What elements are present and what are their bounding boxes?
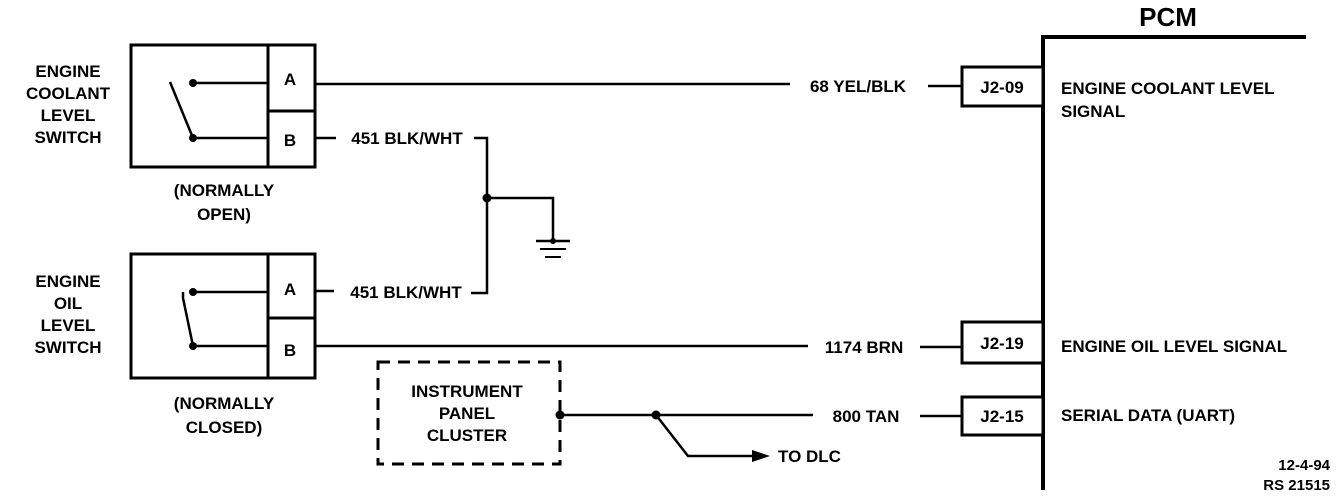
dlc-branch-wire <box>655 414 755 458</box>
oil-switch-state-2: CLOSED) <box>186 418 263 437</box>
oil-switch-arm <box>181 292 195 347</box>
oil-ground-wire-label: 451 BLK/WHT <box>350 283 462 302</box>
oil-pin-a: A <box>284 280 296 299</box>
connector-j2-15 <box>960 395 1045 437</box>
instrument-panel-cluster <box>376 360 562 466</box>
oil-level-switch: ENGINE OIL LEVEL SWITCH A B (NORMALLY CL… <box>34 252 317 437</box>
coolant-ground-wire-label: 451 BLK/WHT <box>351 129 463 148</box>
oil-switch-name-4: SWITCH <box>34 338 101 357</box>
connector-j2-09 <box>960 65 1045 108</box>
diagram-reference: RS 21515 <box>1263 477 1330 494</box>
cluster-serial-splice <box>555 410 565 420</box>
pcm-serial-signal: SERIAL DATA (UART) <box>1061 406 1235 425</box>
cluster-label-1: INSTRUMENT <box>411 382 523 401</box>
coolant-contact-a <box>189 79 197 87</box>
pcm-coolant-signal-2: SIGNAL <box>1061 102 1125 121</box>
coolant-switch-state-1: (NORMALLY <box>174 181 275 200</box>
to-dlc-label: TO DLC <box>778 447 841 466</box>
coolant-switch-body <box>129 43 317 169</box>
coolant-signal-wire-label: 68 YEL/BLK <box>810 77 907 96</box>
dlc-arrow-icon <box>752 450 770 462</box>
cluster-label-3: CLUSTER <box>427 426 507 445</box>
pcm-coolant-signal-1: ENGINE COOLANT LEVEL <box>1061 79 1274 98</box>
coolant-pin-a: A <box>284 70 296 89</box>
ground-wire-to-ground <box>487 196 555 240</box>
coolant-switch-name-1: ENGINE <box>35 62 100 81</box>
diagram-date: 12-4-94 <box>1278 457 1330 474</box>
oil-switch-name-2: OIL <box>54 294 82 313</box>
oil-pin-b: B <box>284 341 296 360</box>
oil-switch-state-1: (NORMALLY <box>174 394 275 413</box>
coolant-switch-state-2: OPEN) <box>197 205 251 224</box>
pcm-oil-signal: ENGINE OIL LEVEL SIGNAL <box>1061 337 1287 356</box>
serial-data-wire-label: 800 TAN <box>833 407 900 426</box>
connector-j2-19-label: J2-19 <box>980 334 1023 353</box>
oil-contact-a <box>189 288 197 296</box>
coolant-switch-name-2: COOLANT <box>26 84 111 103</box>
coolant-switch-arm <box>168 81 195 139</box>
pcm-title: PCM <box>1139 2 1197 32</box>
oil-switch-name-3: LEVEL <box>41 316 96 335</box>
coolant-switch-name-3: LEVEL <box>41 106 96 125</box>
cluster-label-2: PANEL <box>439 404 495 423</box>
coolant-level-switch: ENGINE COOLANT LEVEL SWITCH A B (NORMALL… <box>26 43 317 224</box>
coolant-switch-name-4: SWITCH <box>34 128 101 147</box>
connector-j2-09-label: J2-09 <box>980 78 1023 97</box>
ground-symbol-icon <box>536 238 570 258</box>
oil-switch-body <box>129 252 317 380</box>
connector-j2-15-label: J2-15 <box>980 407 1023 426</box>
coolant-pin-b: B <box>284 131 296 150</box>
connector-j2-19 <box>960 320 1045 365</box>
oil-switch-name-1: ENGINE <box>35 272 100 291</box>
oil-signal-wire-label: 1174 BRN <box>825 338 903 357</box>
ground-wire-lower <box>471 198 489 295</box>
ground-wire-upper <box>474 136 489 198</box>
